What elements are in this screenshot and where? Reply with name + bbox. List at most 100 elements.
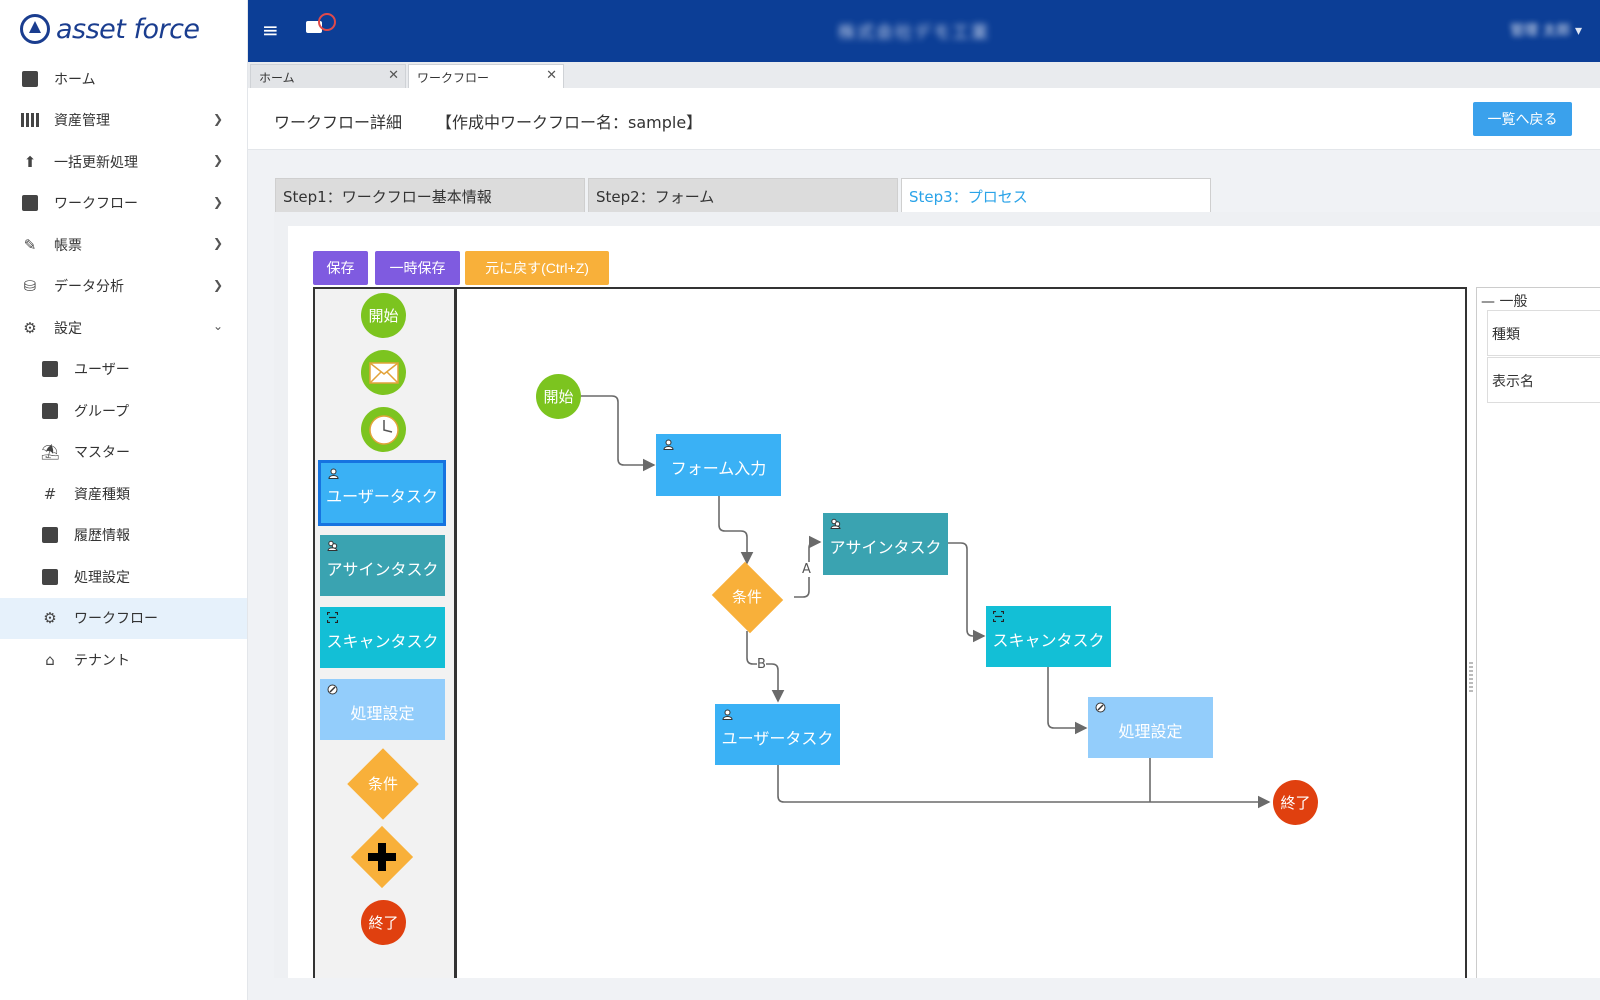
sidebar-item-assets[interactable]: 資産管理 ❯ xyxy=(0,100,247,142)
tab-step1[interactable]: Step1：ワークフロー基本情報 xyxy=(275,178,585,212)
sidebar-subitem-tenant[interactable]: ⌂ テナント xyxy=(0,639,247,681)
sidebar-item-settings[interactable]: ⚙ 設定 ⌄ xyxy=(0,307,247,349)
company-name: 株式会社デモ工業 xyxy=(838,23,990,43)
sidebar: asset force ホーム 資産管理 ❯ ⬆ 一括更新処理 ❯ ワークフロー… xyxy=(0,0,248,1000)
properties-section-title: 一般 xyxy=(1499,294,1528,310)
palette-process-task[interactable]: 処理設定 xyxy=(320,679,445,740)
canvas-user-task[interactable]: ユーザータスク xyxy=(715,704,840,765)
palette-assign-task-label: アサインタスク xyxy=(326,559,439,579)
scan-icon xyxy=(993,611,1004,622)
group-icon xyxy=(40,401,60,421)
top-header: ≡ 株式会社デモ工業 管理 太郎 ▾ xyxy=(248,0,1600,62)
hamburger-menu-icon[interactable]: ≡ xyxy=(262,18,279,42)
properties-section-header[interactable]: — 一般 xyxy=(1481,294,1528,310)
palette-user-task-label: ユーザータスク xyxy=(326,487,438,506)
logo[interactable]: asset force xyxy=(0,0,247,58)
sidebar-item-data-analysis[interactable]: ⛁ データ分析 ❯ xyxy=(0,266,247,308)
gear-icon: ⚙ xyxy=(43,609,57,628)
canvas-start-node[interactable]: 開始 xyxy=(536,374,581,419)
property-row-display-name: 表示名 xyxy=(1487,357,1600,403)
palette-scan-task[interactable]: スキャンタスク xyxy=(320,607,445,668)
tab-step2[interactable]: Step2：フォーム xyxy=(588,178,898,212)
scan-icon xyxy=(327,612,338,623)
home-icon: ⌂ xyxy=(45,650,55,669)
palette-start-node[interactable]: 開始 xyxy=(361,293,406,338)
sidebar-item-bulk-update[interactable]: ⬆ 一括更新処理 ❯ xyxy=(0,141,247,183)
gear-icon: ⚙ xyxy=(23,318,37,337)
logo-text: asset force xyxy=(56,13,200,45)
canvas-scan-task-label: スキャンタスク xyxy=(992,630,1105,650)
property-row-type: 種類 xyxy=(1487,310,1600,356)
sidebar-item-workflow[interactable]: ワークフロー ❯ xyxy=(0,183,247,225)
process-gear-icon xyxy=(327,684,338,695)
sidebar-item-label: マスター xyxy=(74,445,130,462)
user-menu[interactable]: 管理 太郎 ▾ xyxy=(1510,23,1582,39)
palette-timer-node[interactable] xyxy=(361,407,406,452)
canvas-condition-node[interactable]: 条件 xyxy=(700,561,794,634)
sidebar-subitem-history[interactable]: 履歴情報 xyxy=(0,515,247,557)
undo-button[interactable]: 元に戻す(Ctrl+Z) xyxy=(465,251,609,285)
clock-icon xyxy=(368,414,399,445)
sidebar-subitem-asset-types[interactable]: # 資産種類 xyxy=(0,473,247,515)
sidebar-subitem-workflow[interactable]: ⚙ ワークフロー xyxy=(0,597,247,639)
sidebar-item-label: ユーザー xyxy=(74,362,130,379)
chevron-right-icon: ❯ xyxy=(212,277,223,292)
history-icon xyxy=(40,525,60,545)
mail-notification-icon[interactable] xyxy=(306,13,336,33)
sidebar-item-forms[interactable]: ✎ 帳票 ❯ xyxy=(0,224,247,266)
edge-label-b: B xyxy=(757,657,766,672)
chevron-right-icon: ❯ xyxy=(212,111,223,126)
palette-user-task[interactable]: ユーザータスク xyxy=(318,460,446,526)
workflow-icon xyxy=(20,193,40,213)
canvas-start-label: 開始 xyxy=(543,388,574,406)
close-icon[interactable]: ✕ xyxy=(388,68,399,83)
sidebar-subitem-groups[interactable]: グループ xyxy=(0,390,247,432)
workflow-canvas[interactable] xyxy=(455,287,1467,978)
canvas-end-label: 終了 xyxy=(1280,794,1311,812)
sidebar-subitem-master[interactable]: ⛱ マスター xyxy=(0,432,247,474)
palette-mail-node[interactable] xyxy=(361,350,406,395)
bulk-update-icon: ⬆ xyxy=(23,152,37,171)
canvas-assign-task[interactable]: アサインタスク xyxy=(823,513,948,575)
palette-process-label: 処理設定 xyxy=(350,703,415,723)
canvas-process-label: 処理設定 xyxy=(1118,721,1183,741)
palette-condition-node[interactable]: 条件 xyxy=(336,748,430,820)
temp-save-button[interactable]: 一時保存 xyxy=(375,251,460,285)
canvas-end-node[interactable]: 終了 xyxy=(1273,780,1318,825)
dashboard-icon xyxy=(20,69,40,89)
chevron-right-icon: ❯ xyxy=(212,236,223,250)
properties-panel: — 一般 種類 表示名 xyxy=(1476,287,1600,978)
user-icon xyxy=(328,468,339,479)
user-icon xyxy=(663,439,674,450)
chevron-right-icon: ❯ xyxy=(212,153,223,167)
sidebar-subitem-process-settings[interactable]: 処理設定 xyxy=(0,556,247,598)
palette-end-node[interactable]: 終了 xyxy=(361,900,406,945)
palette-condition-label: 条件 xyxy=(368,775,399,793)
hash-icon: # xyxy=(43,484,57,503)
save-button[interactable]: 保存 xyxy=(313,251,368,285)
database-icon: ⛁ xyxy=(23,277,37,296)
clipboard-icon xyxy=(40,567,60,587)
palette-parallel-gateway[interactable] xyxy=(350,825,414,889)
close-icon[interactable]: ✕ xyxy=(546,68,557,83)
canvas-scan-task[interactable]: スキャンタスク xyxy=(986,606,1111,667)
doc-tab-home[interactable]: ホーム ✕ xyxy=(250,64,406,88)
user-icon xyxy=(722,709,733,720)
page-titlebar: ワークフロー詳細 【作成中ワークフロー名：sample】 一覧へ戻る xyxy=(248,88,1600,150)
edge-label-a: A xyxy=(802,562,811,577)
doc-tab-workflow[interactable]: ワークフロー ✕ xyxy=(408,64,564,88)
sidebar-item-label: グループ xyxy=(74,403,130,420)
canvas-form-input-task[interactable]: フォーム入力 xyxy=(656,434,781,496)
palette-assign-task[interactable]: アサインタスク xyxy=(320,535,445,596)
panel-splitter-handle[interactable] xyxy=(1469,660,1473,692)
back-to-list-button[interactable]: 一覧へ戻る xyxy=(1473,102,1572,136)
property-label-type: 種類 xyxy=(1492,327,1520,343)
canvas-process-task[interactable]: 処理設定 xyxy=(1088,697,1213,758)
tab-step3[interactable]: Step3：プロセス xyxy=(901,178,1211,212)
envelope-icon xyxy=(368,361,399,384)
sidebar-subitem-users[interactable]: ユーザー xyxy=(0,349,247,391)
palette-end-label: 終了 xyxy=(368,914,399,932)
sidebar-item-home[interactable]: ホーム xyxy=(0,58,247,100)
master-icon: ⛱ xyxy=(40,443,60,462)
